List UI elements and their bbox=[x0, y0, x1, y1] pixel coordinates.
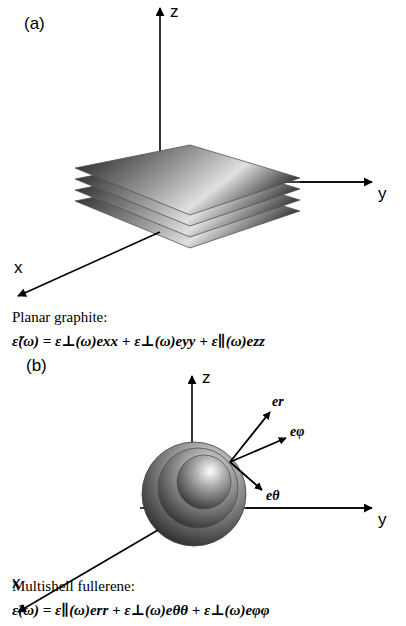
vector-label: eθ bbox=[266, 488, 279, 504]
caption-text: Multishell fullerene: bbox=[12, 578, 135, 595]
formula-text: ε̃(ω) = ε∥(ω)err + ε⊥(ω)eθθ + ε⊥(ω)eφφ bbox=[12, 602, 270, 619]
axes-b bbox=[140, 376, 372, 545]
unit-vectors bbox=[230, 412, 286, 490]
axis-label: z bbox=[170, 2, 179, 22]
vector-label: eφ bbox=[290, 424, 304, 440]
formula-text: ε̃(ω) = ε⊥(ω)exx + ε⊥(ω)eyy + ε∥(ω)ezz bbox=[12, 333, 265, 350]
axis-label: y bbox=[378, 510, 387, 530]
axes-b-front bbox=[18, 508, 372, 612]
caption-text: Planar graphite: bbox=[12, 309, 107, 326]
axis-label: z bbox=[202, 368, 211, 388]
axis-label: x bbox=[14, 258, 23, 278]
panel-letter: (b) bbox=[26, 356, 47, 376]
axis-label: y bbox=[378, 184, 387, 204]
vector-label: er bbox=[272, 394, 284, 410]
graphite-planes bbox=[75, 145, 300, 248]
panel-letter: (a) bbox=[24, 14, 45, 34]
axes-a-front bbox=[18, 182, 372, 296]
